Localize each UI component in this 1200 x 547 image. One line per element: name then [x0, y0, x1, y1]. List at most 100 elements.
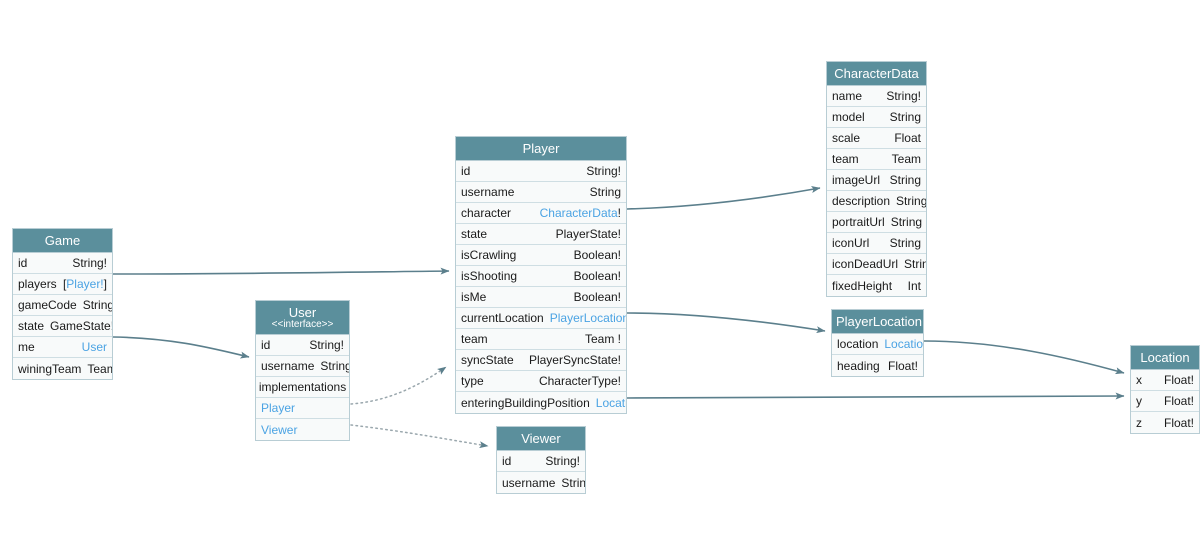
field-name: id: [18, 256, 28, 270]
field-type[interactable]: Location: [595, 395, 626, 410]
field-name: z: [1136, 415, 1142, 430]
field-name: portraitUrl: [832, 215, 885, 229]
field-type: Int: [907, 278, 921, 293]
field-row[interactable]: implementations: [256, 377, 349, 398]
field-type: String: [889, 173, 921, 187]
field-row[interactable]: id String!: [497, 451, 585, 472]
field-type-link[interactable]: CharacterData: [539, 206, 618, 220]
field-type: Boolean!: [573, 269, 621, 283]
field-name: winingTeam: [18, 361, 82, 376]
field-type[interactable]: Location!: [884, 337, 923, 351]
edge-user-viewer-implementation: [350, 424, 489, 449]
field-type[interactable]: CharacterData!: [540, 206, 621, 220]
field-type[interactable]: [Player!]: [62, 277, 107, 291]
field-name: isCrawling: [461, 248, 517, 262]
field-row[interactable]: Player: [256, 398, 349, 419]
field-row[interactable]: winingTeam Team: [13, 358, 112, 379]
field-type: Boolean!: [573, 290, 621, 304]
field-type: String: [589, 185, 621, 199]
field-name: team: [461, 332, 488, 346]
field-row[interactable]: z Float!: [1131, 412, 1199, 433]
field-name: name: [832, 89, 863, 103]
field-name[interactable]: Viewer: [261, 422, 298, 437]
field-type[interactable]: PlayerLocation!: [550, 311, 626, 325]
field-type: GameState!: [50, 319, 112, 333]
field-name: id: [261, 338, 271, 352]
entity-header-viewer: Viewer: [497, 427, 585, 451]
field-type: Team: [87, 361, 112, 376]
field-name: isShooting: [461, 269, 518, 283]
field-type[interactable]: User: [81, 340, 107, 354]
field-row[interactable]: me User: [13, 337, 112, 358]
field-row[interactable]: name String!: [827, 86, 926, 107]
field-name: currentLocation: [461, 311, 544, 325]
field-name: id: [502, 454, 512, 468]
field-type: PlayerState!: [555, 227, 621, 241]
field-row[interactable]: isShooting Boolean!: [456, 266, 626, 287]
field-type: String!: [886, 89, 921, 103]
field-name[interactable]: Player: [261, 401, 296, 415]
edge-game-players-to-player: [112, 267, 450, 275]
field-row[interactable]: locationLocation!: [832, 334, 923, 355]
field-type-link[interactable]: Player!: [66, 277, 104, 291]
field-row[interactable]: currentLocation PlayerLocation!: [456, 308, 626, 329]
field-name: enteringBuildingPosition: [461, 395, 590, 410]
field-type-link[interactable]: PlayerLocation: [549, 311, 626, 325]
field-name: id: [461, 164, 471, 178]
entity-playerlocation[interactable]: PlayerLocationlocationLocation!headingFl…: [831, 309, 924, 377]
field-type: String!: [545, 454, 580, 468]
entity-title: Player: [522, 141, 560, 156]
field-type: PlayerSyncState!: [528, 353, 621, 367]
edge-playerlocation-location-to-location: [923, 340, 1125, 375]
field-name: description: [832, 194, 891, 208]
field-type: Float!: [887, 358, 918, 373]
field-type: String: [320, 359, 349, 373]
field-name: me: [18, 340, 35, 354]
field-type: String: [889, 110, 921, 124]
field-row[interactable]: iconDeadUrlString: [827, 254, 926, 275]
field-name: players: [18, 277, 57, 291]
field-row[interactable]: gameCodeString!: [13, 295, 112, 316]
edge-user-player-implementation: [350, 366, 447, 405]
field-row[interactable]: players [Player!]: [13, 274, 112, 295]
edge-game-me-to-user: [112, 336, 250, 359]
field-name: iconUrl: [832, 236, 870, 250]
field-row[interactable]: enteringBuildingPosition Location: [456, 392, 626, 413]
entity-header-player: Player: [456, 137, 626, 161]
field-row[interactable]: Viewer: [256, 419, 349, 440]
entity-title: Game: [44, 233, 81, 248]
field-type-nonnull: !: [617, 206, 621, 220]
field-type: Float!: [1163, 415, 1194, 430]
